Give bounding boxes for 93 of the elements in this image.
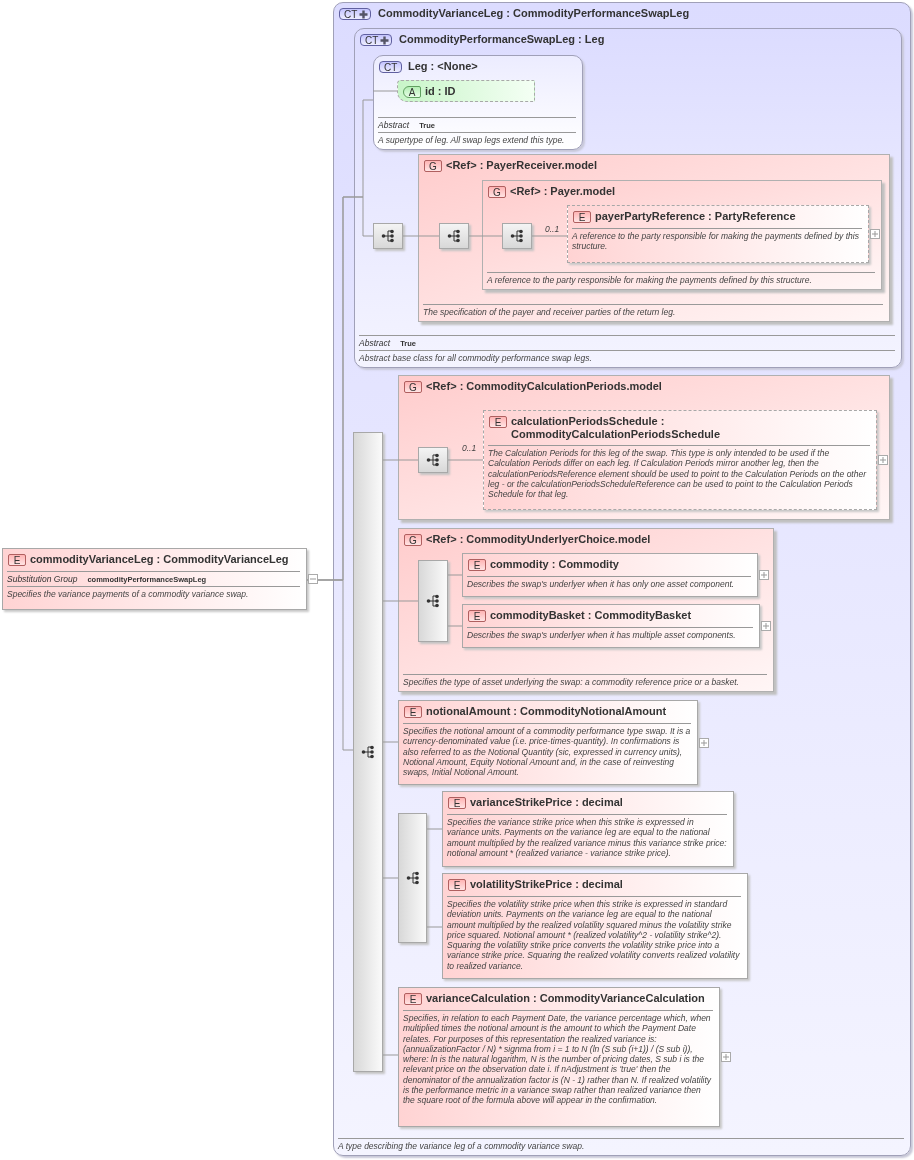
- connector-line: [426, 926, 443, 928]
- description-text: Specifies, in relation to each Payment Date, the variance percentage which, when multiplied times the notional amount is the amount to which the Payment Date relates. For purposes of this representation the realized variance is: (annualizationFactor / N) * signma from i = 1 to N (ln (S sub (i+1)) / (S sub i)), where: ln is the natural logarithm, N is the number of pricing dates, S sub i is the relevant price on the observation date i. If nAdjustment is 'true' then the denominator of the annualization factor is (N - 1) rather than N. If realized volatility is the performance metric in a variance swap rather than realized variance then the square root of the formula above will appear in the confirmation.: [403, 1010, 713, 1106]
- type-badge: G: [424, 160, 442, 172]
- node-title: <Ref> : Payer.model: [510, 185, 617, 198]
- element-box: [567, 205, 869, 263]
- node-title: commodity : Commodity: [490, 558, 620, 571]
- attribute-box: [397, 80, 535, 102]
- node-title: payerPartyReference : PartyReference: [595, 210, 797, 223]
- compositor-box: [418, 447, 448, 473]
- connector-line: [447, 459, 484, 461]
- type-badge: A: [403, 86, 421, 98]
- description-text: A reference to the party responsible for making the payments defined by this structure.: [572, 228, 862, 252]
- compositor-box: [373, 223, 403, 249]
- type-badge: E: [448, 797, 466, 809]
- type-badge: G: [488, 186, 506, 198]
- type-badge: CT: [339, 8, 372, 20]
- node-title: id : ID: [425, 85, 457, 98]
- type-badge: E: [404, 706, 422, 718]
- description-text: A type describing the variance leg of a commodity variance swap.: [338, 1137, 904, 1151]
- connector-line: [306, 579, 354, 751]
- complex-type-box: [333, 2, 911, 1156]
- property-name: Abstract: [359, 337, 391, 348]
- description-text: Specifies the notional amount of a commodity performance type swap. It is a currency-denominated value (i.e. price-times-quantity). In confirmations is also referred to as the Notional Quantity (sic, expressed in currency units), Notional Amount, Equity Notional Amount and, in the case of reinvesting swaps, Initial Notional Amount.: [403, 723, 691, 778]
- description-text: Specifies the variance strike price when this strike is expressed in variance units. Payments on the variance leg are equal to the national amount multiplied by the realized variance minus this variance strike price: notional amount * (realized variance - variance strike price).: [447, 814, 727, 859]
- description-text: Specifies the type of asset underlying the swap: a commodity reference price or a basket.: [403, 673, 767, 687]
- compositor-box: [439, 223, 469, 249]
- connector-line: [382, 877, 399, 879]
- type-badge: E: [404, 993, 422, 1005]
- description-text: Describes the swap's underlyer when it has multiple asset components.: [467, 627, 753, 641]
- node-title: <Ref> : CommodityCalculationPeriods.model: [426, 380, 663, 393]
- type-badge: CT: [379, 61, 403, 73]
- group-box: [418, 154, 890, 322]
- element-box: [462, 553, 758, 597]
- type-badge: CT: [360, 34, 393, 46]
- node-title: commodityBasket : CommodityBasket: [490, 609, 693, 622]
- connector-line: [468, 235, 503, 237]
- complex-type-box: [373, 55, 583, 150]
- type-badge: E: [468, 559, 486, 571]
- node-title: volatilityStrikePrice : decimal: [470, 878, 624, 891]
- node-title: calculationPeriodsSchedule : CommodityCalculationPeriodsSchedule: [511, 415, 722, 441]
- group-box: [398, 528, 774, 692]
- element-box: [442, 873, 748, 979]
- compositor-bar: [418, 560, 448, 642]
- description-text: The specification of the payer and receiver parties of the return leg.: [423, 303, 883, 317]
- element-box: [398, 700, 698, 785]
- element-box: [462, 604, 760, 648]
- node-title: commodityVarianceLeg : CommodityVarianceLeg: [30, 553, 290, 566]
- node-title: varianceStrikePrice : decimal: [470, 796, 624, 809]
- connector-line: [372, 90, 398, 92]
- element-box: [398, 987, 720, 1127]
- description-text: A reference to the party responsible for making the payments defined by this structure.: [487, 271, 875, 285]
- element-box: [442, 791, 734, 867]
- node-title: Leg : <None>: [408, 60, 479, 73]
- description-text: Abstract base class for all commodity performance swap legs.: [359, 349, 895, 363]
- group-box: [482, 180, 882, 290]
- compositor-bar: [353, 432, 383, 1072]
- element-box: [2, 548, 307, 610]
- type-badge: E: [468, 610, 486, 622]
- type-badge: G: [404, 534, 422, 546]
- group-box: [398, 375, 890, 520]
- description-text: A supertype of leg. All swap legs extend this type.: [378, 131, 576, 145]
- node-title: <Ref> : PayerReceiver.model: [446, 159, 599, 172]
- description-text: Specifies the volatility strike price when this strike is expressed in standard deviation units. Payments on the variance leg are equal to the national amount multiplied by the realized volatility squared minus the volatility strike price squared. Notional amount * (realized volatility^2 - volatility strike^2). Squaring the volatility strike price converts the volatility strike price into a variance strike price. Squaring the realized volatility converts realized volatility to realized variance.: [447, 896, 741, 972]
- connector-line: [382, 741, 399, 743]
- element-box: [483, 410, 877, 510]
- connector-line: [402, 235, 440, 237]
- node-title: CommodityPerformanceSwapLeg : Leg: [399, 33, 606, 46]
- description-text: The Calculation Periods for this leg of the swap. This type is only intended to be used if the Calculation Periods differ on each leg. If Calculation Periods mirror another leg, then the calculationPeriodsReference element should be used to point to the Calculation Periods on the other leg - or the calculationPeriodsScheduleReference can be used to point to the Calculation Periods Schedule for that leg.: [488, 445, 870, 500]
- connector-line: [382, 459, 419, 461]
- type-badge: E: [573, 211, 591, 223]
- edge-label: 0..1: [545, 224, 560, 234]
- connector-line: [531, 235, 568, 237]
- complex-type-box: [354, 28, 902, 368]
- type-badge: E: [448, 879, 466, 891]
- node-title: <Ref> : CommodityUnderlyerChoice.model: [426, 533, 652, 546]
- connector-line: [447, 574, 463, 576]
- connector-line: [382, 600, 419, 602]
- node-title: varianceCalculation : CommodityVarianceCalculation: [426, 992, 706, 1005]
- description-text: Specifies the variance payments of a commodity variance swap.: [7, 586, 300, 600]
- connector-line: [447, 625, 463, 627]
- description-text: Describes the swap's underlyer when it has only one asset component.: [467, 576, 751, 590]
- connector-line: [382, 1054, 399, 1056]
- edge-label: 0..1: [462, 443, 477, 453]
- property-name: Abstract: [378, 119, 410, 130]
- node-title: CommodityVarianceLeg : CommodityPerformanceSwapLeg: [378, 7, 691, 20]
- node-title: notionalAmount : CommodityNotionalAmount: [426, 705, 668, 718]
- type-badge: G: [404, 381, 422, 393]
- type-badge: E: [489, 416, 507, 428]
- connector-line: [426, 828, 443, 830]
- compositor-box: [502, 223, 532, 249]
- property-name: Substitution Group: [7, 574, 78, 584]
- type-badge: E: [8, 554, 26, 566]
- compositor-bar: [398, 813, 427, 943]
